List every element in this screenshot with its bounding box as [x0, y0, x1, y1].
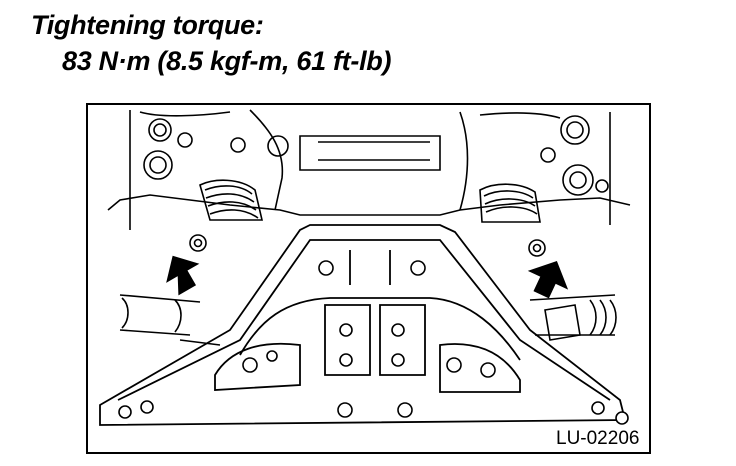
- crossmember-bolts: [118, 260, 629, 425]
- crossmember: [99, 224, 627, 426]
- figure-code: LU-02206: [556, 428, 640, 449]
- left-drive-shaft: [119, 294, 221, 346]
- target-bolt-left: [189, 234, 207, 252]
- right-engine-mount: [459, 111, 611, 225]
- right-drive-shaft: [529, 294, 617, 341]
- torque-label: Tightening torque:: [31, 10, 264, 40]
- arrow-right: [527, 261, 569, 299]
- torque-value: 83 N·m (8.5 kgf-m, 61 ft-lb): [62, 46, 392, 76]
- arrow-left: [166, 255, 200, 296]
- left-engine-mount: [129, 109, 289, 230]
- engine-block: [107, 135, 631, 216]
- illustration-frame: [86, 103, 651, 454]
- target-bolt-right: [528, 239, 546, 257]
